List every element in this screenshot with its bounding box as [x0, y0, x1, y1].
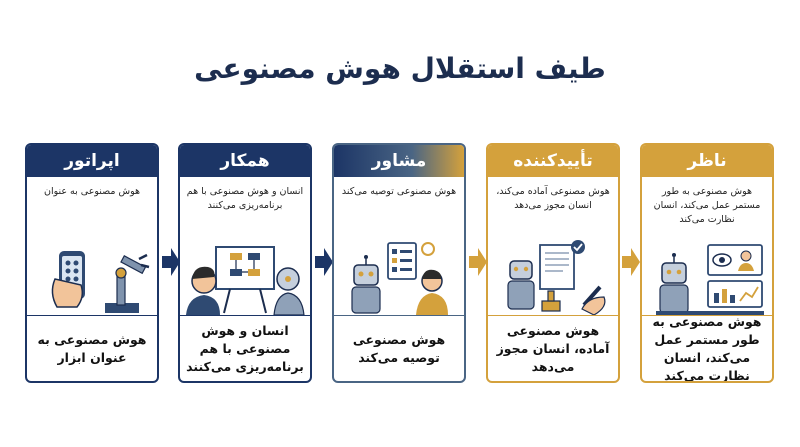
robot-monitoring-dashboard-icon	[642, 235, 772, 325]
stage-card-operator: اپراتور هوش مصنوعی به عنوان هوش مصنوعی ب…	[25, 143, 159, 383]
stage-header-advisor: مشاور	[334, 145, 464, 177]
stage-header-approver: تأییدکننده	[488, 145, 618, 177]
stage-description-collaborator: انسان و هوش مصنوعی با هم برنامه‌ریزی می‌…	[180, 315, 310, 381]
stage-caption-operator: هوش مصنوعی به عنوان	[43, 186, 141, 197]
arrow-right-icon	[315, 248, 333, 276]
stage-card-approver: تأییدکننده هوش مصنوعی آماده می‌کند، انسا…	[486, 143, 620, 383]
arrow-right-icon	[162, 248, 180, 276]
human-robot-whiteboard-icon	[180, 235, 310, 325]
stage-caption-approver: هوش مصنوعی آماده می‌کند، انسان مجوز می‌د…	[496, 186, 610, 211]
stage-caption-collaborator: انسان و هوش مصنوعی با هم برنامه‌ریزی می‌…	[186, 186, 304, 211]
robot-advisor-checklist-icon	[334, 235, 464, 325]
stage-header-supervisor: ناظر	[642, 145, 772, 177]
stage-header-collaborator: همکار	[180, 145, 310, 177]
page-title: طیف استقلال هوش مصنوعی	[194, 52, 606, 85]
stage-card-advisor: مشاور هوش مصنوعی توصیه می‌کند هوش مصنوعی…	[332, 143, 466, 383]
stage-description-approver: هوش مصنوعی آماده، انسان مجوز می‌دهد	[488, 315, 618, 381]
stage-description-advisor: هوش مصنوعی توصیه می‌کند	[334, 315, 464, 381]
robot-document-approval-icon	[488, 235, 618, 325]
arrow-right-icon	[622, 248, 640, 276]
arrow-right-icon	[469, 248, 487, 276]
stage-header-operator: اپراتور	[27, 145, 157, 177]
robotic-arm-and-remote-icon	[27, 235, 157, 325]
stage-card-supervisor: ناظر هوش مصنوعی به طور مستمر عمل می‌کند،…	[640, 143, 774, 383]
stage-caption-advisor: هوش مصنوعی توصیه می‌کند	[341, 186, 457, 197]
stage-description-supervisor: هوش مصنوعی به طور مستمر عمل می‌کند، انسا…	[642, 314, 772, 381]
stage-card-collaborator: همکار انسان و هوش مصنوعی با هم برنامه‌ری…	[178, 143, 312, 383]
stage-description-operator: هوش مصنوعی به عنوان ابزار	[27, 315, 157, 381]
stage-caption-supervisor: هوش مصنوعی به طور مستمر عمل می‌کند، انسا…	[653, 186, 761, 225]
